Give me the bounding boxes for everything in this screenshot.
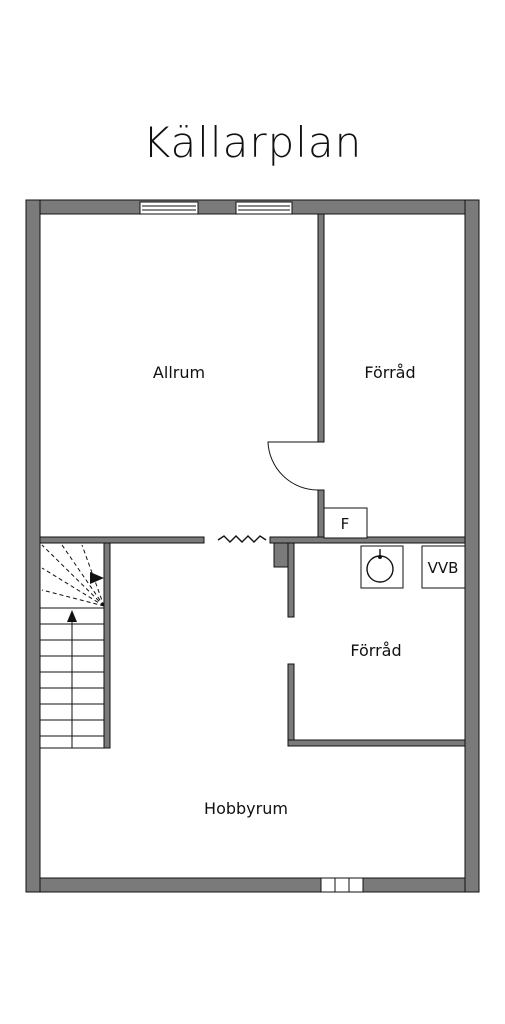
wall-mid-left: [39, 536, 205, 544]
water-heater-label: VVB: [428, 559, 459, 577]
window-bottom: [320, 877, 364, 893]
wall-forrad-bottom: [287, 739, 466, 747]
wall-allrum-forrad-lower: [317, 489, 325, 541]
furnace-label: F: [341, 515, 350, 533]
wall-stub-b: [287, 542, 295, 618]
room-label-allrum: Allrum: [153, 363, 205, 382]
sink-icon: [366, 555, 394, 583]
outer-wall-bottom: [25, 877, 480, 893]
wall-allrum-forrad: [317, 213, 325, 443]
furnace-box: [323, 507, 368, 539]
room-label-hobbyrum: Hobbyrum: [204, 799, 288, 818]
staircase: [40, 544, 105, 749]
outer-wall-left: [25, 199, 41, 893]
wall-stair: [103, 542, 111, 749]
wall-stub-a: [273, 542, 289, 568]
room-label-forrad-mid: Förråd: [350, 641, 401, 660]
room-label-forrad-top: Förråd: [364, 363, 415, 382]
water-heater-box: [421, 545, 466, 589]
window-top-2: [235, 201, 293, 215]
outer-wall-right: [464, 199, 480, 893]
plan-title: Källarplan: [142, 118, 363, 167]
door-swing-forrad: [267, 441, 319, 491]
stair-direction-arrow-right: [90, 572, 104, 584]
wall-forrad-left: [287, 663, 295, 747]
window-top-1: [139, 201, 199, 215]
stair-direction-arrow-up: [67, 610, 77, 622]
folding-door: [217, 535, 267, 543]
